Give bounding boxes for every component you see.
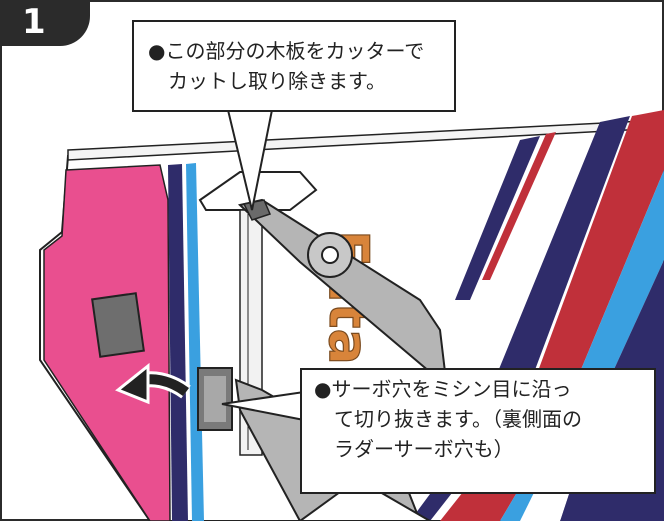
callout-top-line-1: ●この部分の木板をカッターで bbox=[148, 39, 425, 63]
removed-wood-block bbox=[91, 292, 145, 358]
step-badge: 1 bbox=[0, 0, 90, 46]
cutter-knife-top bbox=[237, 198, 447, 373]
callout-bottom-line-1: ●サーボ穴をミシン目に沿っ bbox=[314, 377, 572, 401]
callout-bottom: ●サーボ穴をミシン目に沿っ て切り抜きます。（裏側面の ラダーサーボ穴も） bbox=[300, 368, 656, 494]
callout-top: ●この部分の木板をカッターで カットし取り除きます。 bbox=[132, 20, 456, 112]
callout-bottom-line-3: ラダーサーボ穴も） bbox=[334, 437, 514, 461]
callout-top-line-2: カットし取り除きます。 bbox=[168, 69, 386, 93]
callout-bottom-line-2: て切り抜きます。（裏側面の bbox=[334, 407, 582, 431]
step-number: 1 bbox=[22, 2, 46, 42]
removal-arrow-icon bbox=[115, 362, 191, 405]
